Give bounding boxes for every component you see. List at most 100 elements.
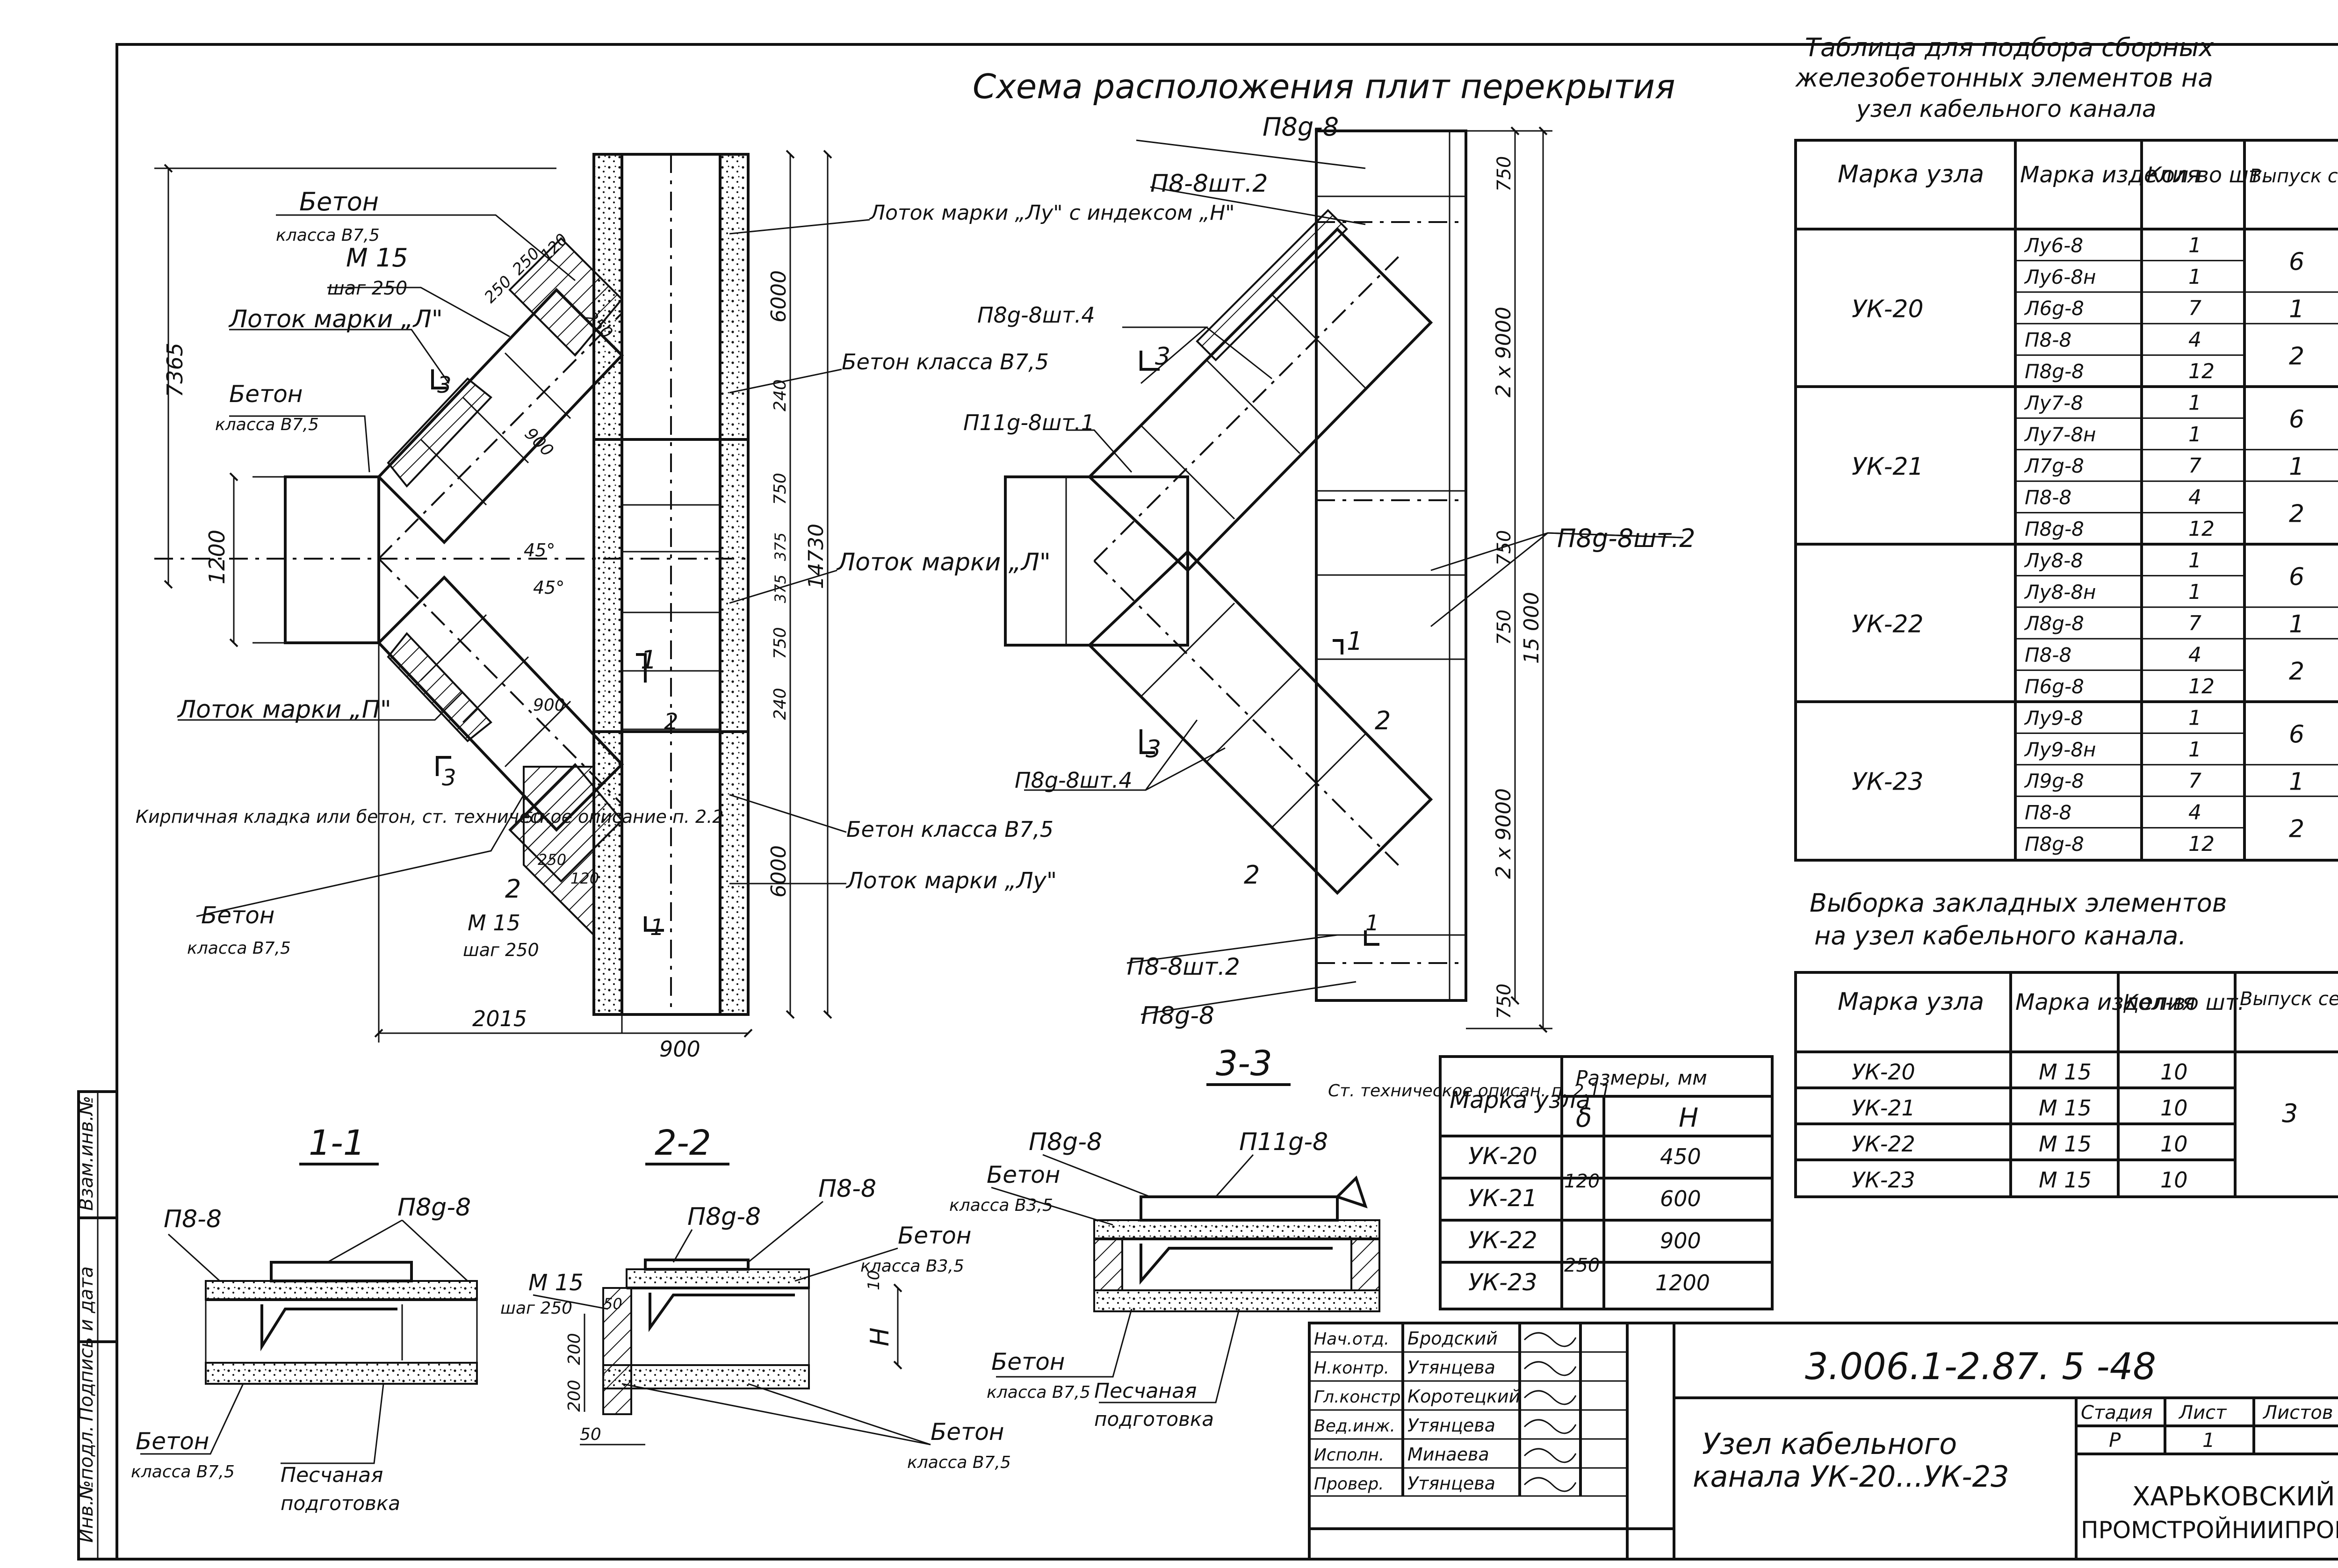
main-item-2-0: Лу8-8	[2024, 549, 2083, 572]
section-mark-1b: 1	[650, 914, 664, 941]
main-qty-2-2: 7	[2188, 611, 2201, 635]
dims-r0-node: УК-20	[1468, 1143, 1537, 1170]
plan-mark-3a: 3	[1155, 343, 1170, 371]
dims-r3-node: УК-23	[1468, 1269, 1537, 1296]
dim-6000a: 6000	[767, 270, 791, 323]
main-node-3: УК-23	[1852, 768, 1924, 796]
section-2-2-h: Н	[865, 1327, 895, 1346]
main-series-1-2: 2	[2289, 500, 2304, 528]
plan-dim-2x9000b: 2 x 9000	[1492, 788, 1515, 879]
tb-name-0: Бродский	[1407, 1328, 1498, 1349]
section-3-3-beton-a-class: класса В3,5	[949, 1196, 1053, 1215]
section-3-3-title: 3-3	[1216, 1043, 1272, 1084]
plan-p8g8-top: П8g-8	[1263, 112, 1339, 142]
dim-50: 50	[524, 809, 543, 827]
main-item-0-0: Лу6-8	[2024, 234, 2083, 257]
main-h-qty: Кол-во шт.	[2146, 162, 2268, 187]
main-qty-3-3: 4	[2188, 801, 2201, 825]
signature-icon	[1523, 1361, 1577, 1376]
main-item-2-2: Л8g-8	[2024, 612, 2084, 635]
dims-r3-h: 1200	[1655, 1270, 1710, 1295]
main-qty-0-1: 1	[2188, 265, 2201, 289]
plan-drawing	[1004, 126, 1684, 1033]
section-1-1-pesok: Песчаная	[281, 1463, 383, 1487]
main-item-3-1: Лу9-8н	[2024, 738, 2096, 761]
section-2-2-d50a: 50	[603, 1295, 622, 1313]
main-item-1-2: Л7g-8	[2024, 454, 2084, 477]
label-lotok-p: Лоток марки „П"	[177, 696, 391, 724]
main-h-item: Марка изделия	[2020, 162, 2200, 188]
tb-name-3: Утянцева	[1407, 1415, 1495, 1436]
dim-900b: 900	[533, 696, 565, 715]
main-item-2-1: Лу8-8н	[2024, 581, 2096, 604]
plan-p11g8sht1: П11g-8шт.1	[963, 410, 1095, 435]
dims-h-h: Н	[1679, 1103, 1698, 1133]
section-3-3-beton-b-class: класса В7,5	[987, 1383, 1090, 1402]
main-qty-1-3: 4	[2188, 486, 2201, 510]
section-2-2-title: 2-2	[655, 1123, 711, 1163]
plan-dim-2x9000a: 2 x 9000	[1492, 307, 1515, 397]
tb-name1: Узел кабельного	[1702, 1427, 1957, 1461]
tb-role-1: Н.контр.	[1314, 1359, 1389, 1378]
tb-code: 3.006.1-2.87. 5 -48	[1805, 1346, 2156, 1388]
main-item-2-4: П6g-8	[2025, 675, 2084, 698]
dims-r1-h: 600	[1660, 1186, 1701, 1211]
dim-6000b: 6000	[767, 845, 791, 898]
label-lotok-l-r: Лоток марки „Л"	[836, 548, 1051, 576]
dims-h-marka: Марка узла	[1450, 1086, 1590, 1114]
label-beton-top: Бетон	[299, 187, 379, 216]
main-series-1-0: 6	[2289, 405, 2304, 433]
tb-name2: канала УК-20...УК-23	[1693, 1460, 2009, 1494]
plan-dim-15000: 15 000	[1520, 592, 1544, 664]
tb-sheet-h: Лист	[2178, 1402, 2227, 1424]
tb-sheet: 1	[2202, 1429, 2215, 1452]
section-mark-3-bot: 3	[442, 765, 456, 791]
main-item-0-3: П8-8	[2025, 329, 2071, 352]
section-2-2-m15: М 15	[528, 1270, 584, 1296]
main-item-1-1: Лу7-8н	[2024, 423, 2096, 446]
tb-name-2: Коротецкий	[1407, 1386, 1520, 1407]
section-3-3-p8g8: П8g-8	[1029, 1128, 1102, 1156]
scheme-drawing	[154, 150, 870, 1043]
embed-item-2: М 15	[2039, 1131, 2092, 1157]
label-beton-kl-r2: Бетон класса В7,5	[846, 817, 1054, 842]
main-series-1-1: 1	[2289, 453, 2304, 481]
plan-dim-750d: 750	[1494, 984, 1515, 1019]
embed-series: 3	[2282, 1099, 2298, 1128]
section-2-2-d50b: 50	[580, 1425, 601, 1444]
stamp-sign: Подпись и дата	[76, 1266, 97, 1421]
plan-p8g8-bot: П8g-8	[1141, 1002, 1214, 1030]
main-series-2-2: 2	[2289, 658, 2304, 686]
main-qty-0-2: 7	[2188, 296, 2201, 320]
main-item-3-4: П8g-8	[2025, 833, 2084, 856]
main-qty-3-2: 7	[2188, 769, 2201, 793]
main-item-2-3: П8-8	[2025, 644, 2071, 667]
label-kirpich: Кирпичная кладка или бетон, ст. техничес…	[136, 806, 723, 827]
embed-qty-1: 10	[2160, 1095, 2188, 1121]
dims-h-razm: Размеры, мм	[1576, 1066, 1707, 1089]
plan-mark-2: 2	[1375, 706, 1391, 735]
dims-r2-h: 900	[1660, 1228, 1701, 1253]
label-m15-bot: М 15	[468, 910, 520, 935]
section-2-2: 2-2 П8g-8 П8-8 Бетон класса В3,5 М 15 ша…	[500, 1123, 1011, 1472]
plan-dim-750b: 750	[1494, 530, 1515, 566]
tb-stage: Р	[2109, 1429, 2121, 1452]
main-series-3-2: 2	[2289, 815, 2304, 843]
section-mark-1: 1	[641, 645, 657, 675]
plan-mark-1: 1	[1347, 626, 1363, 656]
dims-r0-h: 450	[1660, 1144, 1701, 1169]
embed-h-qty: Кол-во шт.	[2123, 990, 2244, 1015]
main-series-2-0: 6	[2289, 563, 2304, 591]
tb-sheets-h: Листов	[2262, 1402, 2333, 1424]
main-h-node: Марка узла	[1838, 160, 1984, 188]
main-qty-2-1: 1	[2188, 580, 2201, 604]
tb-name-1: Утянцева	[1407, 1357, 1495, 1378]
main-qty-0-3: 4	[2188, 328, 2201, 352]
section-2-2-p8g8: П8g-8	[687, 1203, 761, 1231]
embed-item-1: М 15	[2039, 1095, 2092, 1121]
angle-45b: 45°	[533, 577, 564, 598]
dims-table: Марка узла Размеры, мм δ Н УК-20 450 УК-…	[1439, 1055, 1774, 1310]
scheme-title: Схема расположения плит перекрытия	[973, 67, 1675, 106]
plan-p8-8sht2-bot: П8-8шт.2	[1127, 953, 1240, 980]
